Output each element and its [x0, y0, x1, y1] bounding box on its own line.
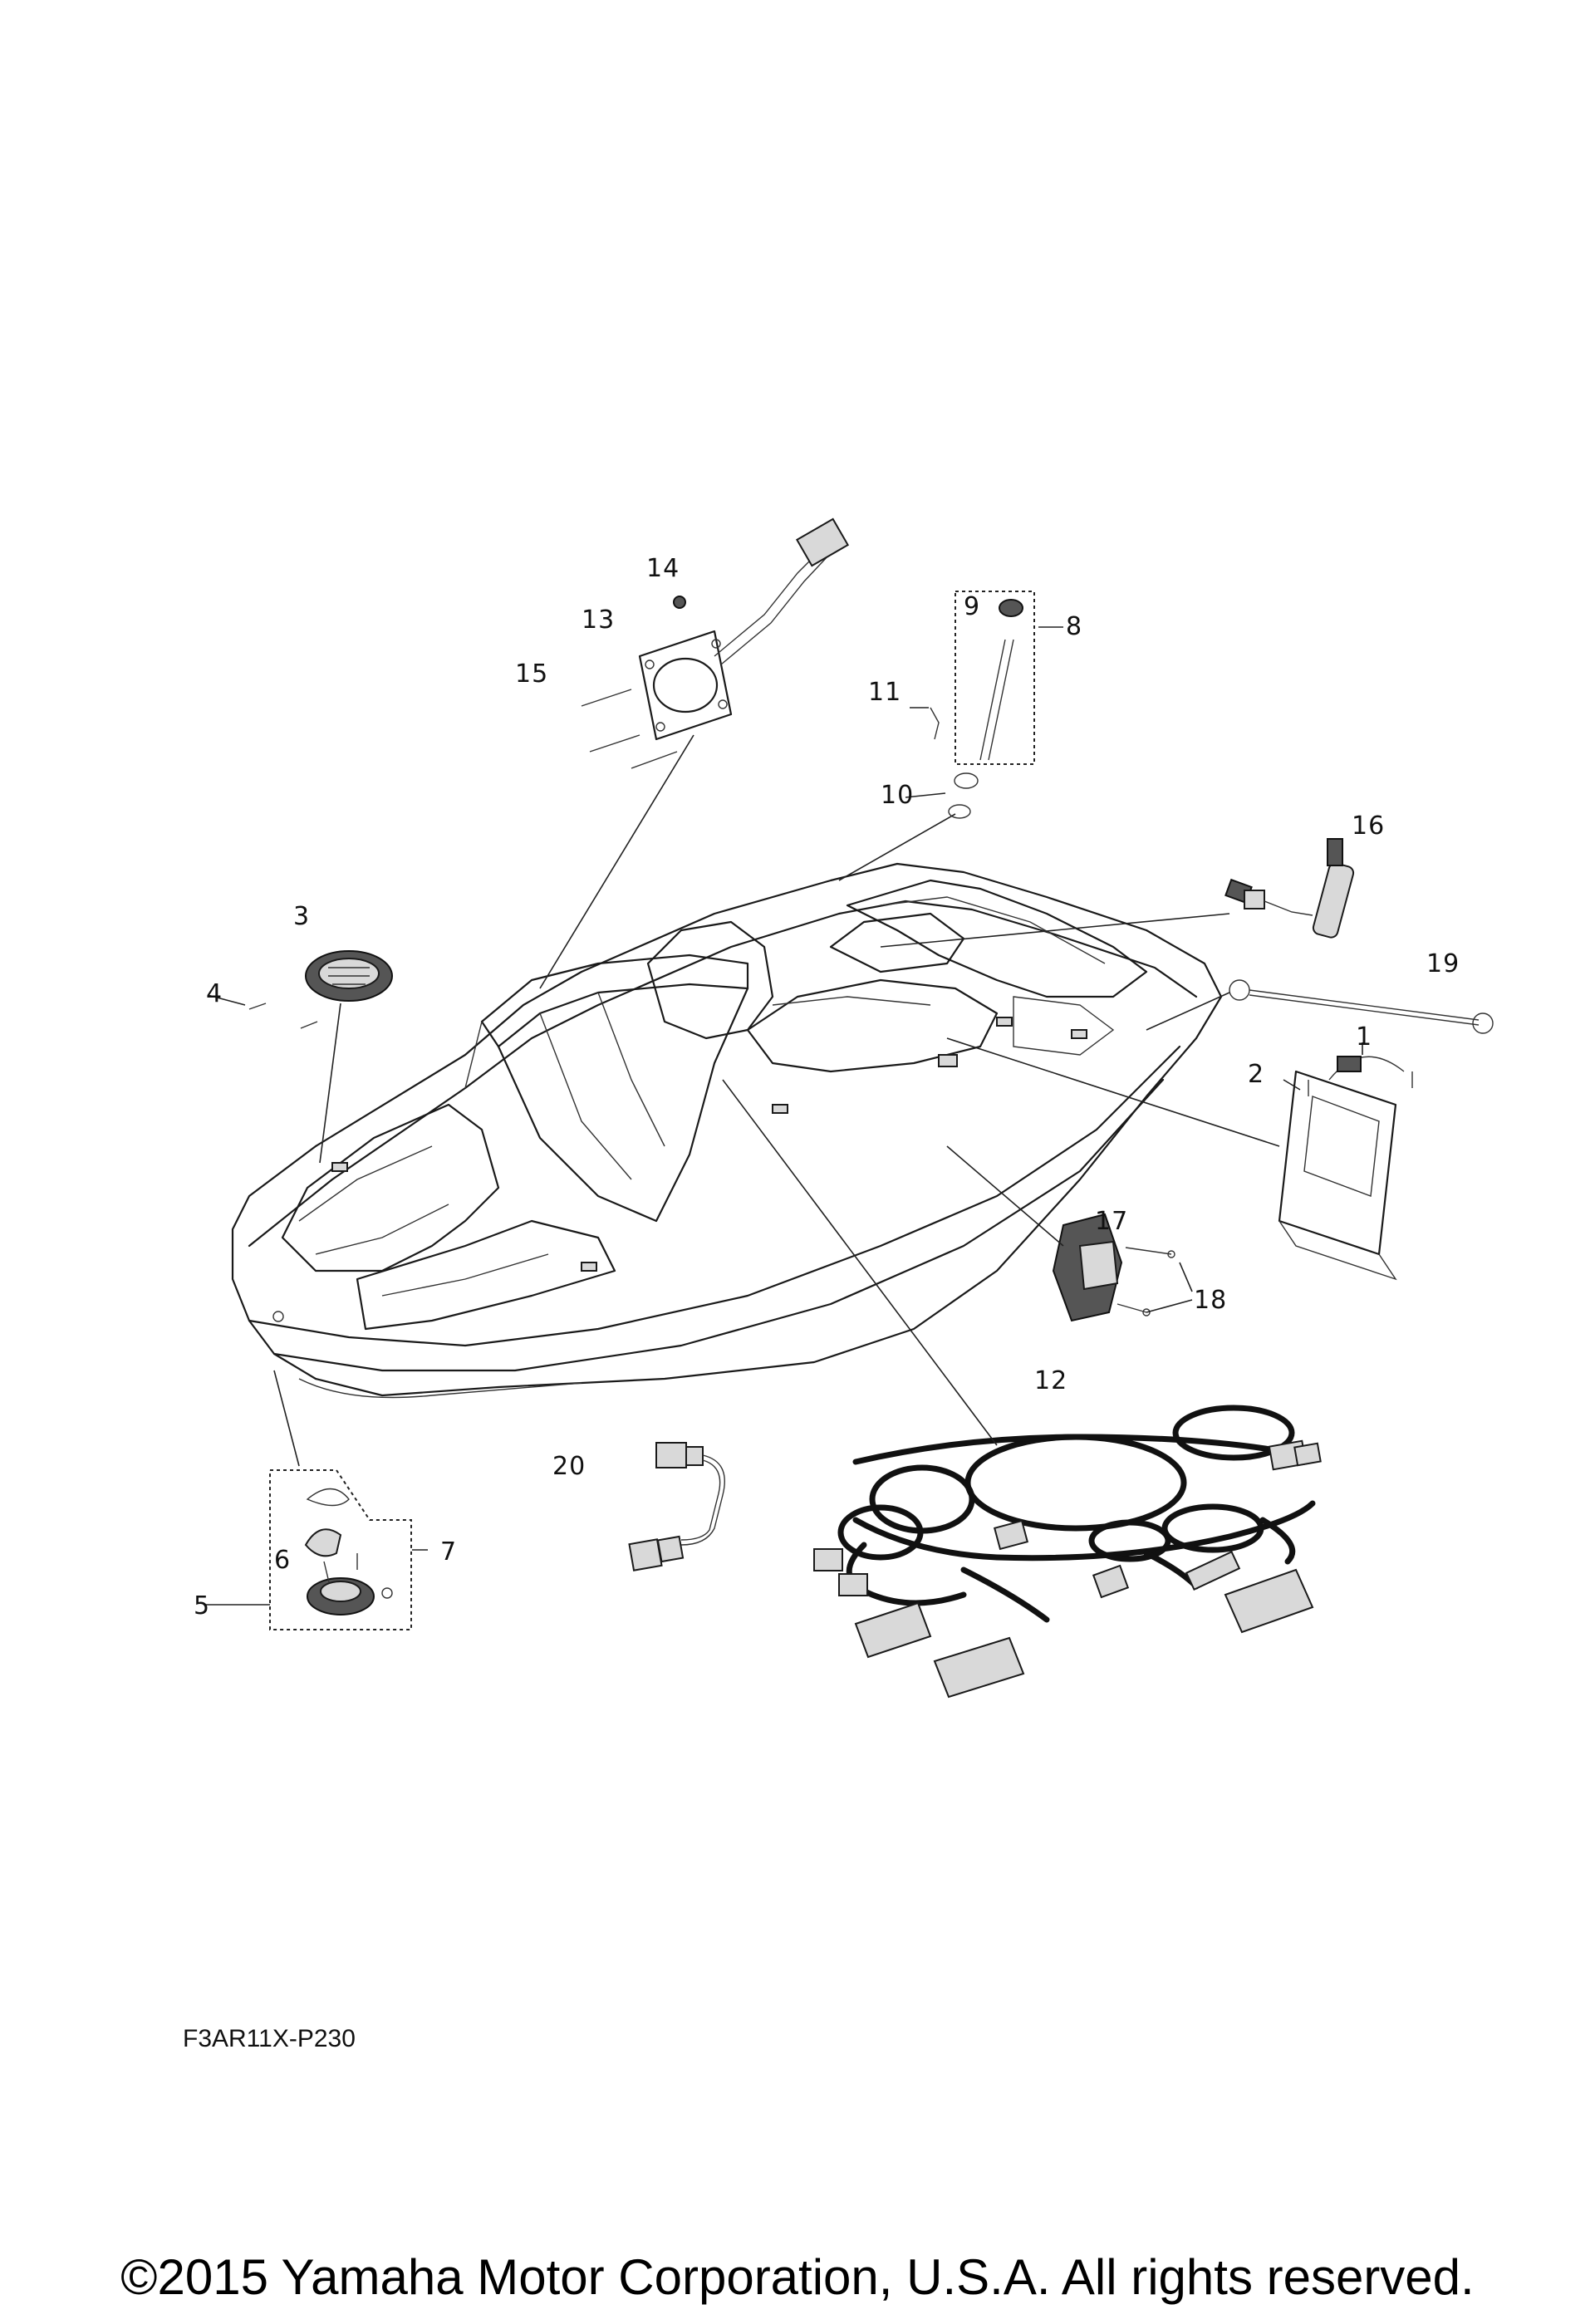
- callout-10: 10: [881, 781, 914, 810]
- callout-labels: 1 2 3 4 5 6 7 8 9 10 11 12 13 14 15 16 1…: [194, 554, 1460, 1620]
- callout-15: 15: [515, 659, 548, 689]
- light-part: [269, 1469, 412, 1630]
- callout-17: 17: [1095, 1207, 1128, 1236]
- callout-12: 12: [1034, 1366, 1067, 1395]
- diagram-code: F3AR11X-P230: [183, 2025, 356, 2052]
- callout-20: 20: [552, 1452, 586, 1481]
- callout-14: 14: [646, 554, 680, 583]
- callout-9: 9: [964, 592, 980, 621]
- callout-16: 16: [1352, 811, 1385, 841]
- leader-lines: [204, 626, 1363, 1606]
- callout-11: 11: [868, 678, 901, 707]
- battery-tray-part: [1278, 1056, 1413, 1281]
- callout-3: 3: [293, 902, 310, 931]
- callout-6: 6: [274, 1546, 291, 1575]
- callout-1: 1: [1356, 1022, 1372, 1052]
- callout-13: 13: [582, 606, 615, 635]
- callout-19: 19: [1426, 949, 1460, 978]
- drain-assy-part: [930, 591, 1035, 819]
- flange-part: [581, 517, 850, 769]
- callout-2: 2: [1248, 1060, 1264, 1089]
- switch-module-part: [1052, 1213, 1175, 1322]
- copyright-notice: ©2015 Yamaha Motor Corporation, U.S.A. A…: [120, 2249, 1474, 2305]
- small-harness-part: [628, 1442, 725, 1571]
- callout-4: 4: [206, 979, 223, 1008]
- sensor-part: [1224, 838, 1355, 939]
- cable-part: [1229, 979, 1494, 1034]
- boat-hull: [231, 862, 1223, 1399]
- callout-5: 5: [194, 1591, 210, 1620]
- speaker-part: [248, 950, 393, 1029]
- callout-7: 7: [440, 1537, 457, 1566]
- wire-harness-part: [813, 1405, 1322, 1699]
- callout-18: 18: [1194, 1286, 1227, 1315]
- callout-8: 8: [1066, 612, 1082, 641]
